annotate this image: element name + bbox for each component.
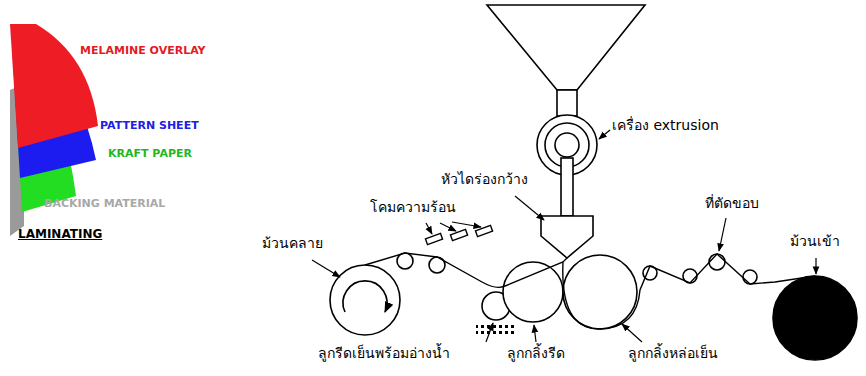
part-label: ม้วนเข้า: [790, 232, 840, 252]
leader-line: [312, 260, 340, 277]
slot-die: [541, 216, 593, 258]
overlay-layer: [10, 24, 98, 148]
hopper: [487, 5, 645, 90]
layer-label: MELAMINE OVERLAY: [80, 43, 206, 58]
leader-lines: [312, 130, 816, 342]
web-path: [365, 253, 815, 329]
leader-line: [815, 258, 816, 274]
leader-line: [515, 196, 544, 220]
layer-label: PATTERN SHEET: [100, 118, 199, 133]
part-label: ลูกกลิ้งหล่อเย็น: [628, 344, 718, 364]
figure-title: LAMINATING: [18, 226, 102, 243]
leader-line: [452, 222, 481, 227]
layer-label: KRAFT PAPER: [108, 146, 192, 161]
part-label: หัวไดร่องกว้าง: [441, 170, 528, 190]
leader-line: [599, 130, 610, 139]
part-label: โคมความร้อน: [370, 198, 456, 218]
hopper-neck: [557, 90, 577, 116]
leader-line: [426, 223, 432, 234]
part-label: ม้วนคลาย: [262, 234, 323, 254]
layer-label: BACKING MATERIAL: [44, 196, 165, 211]
nip-roller: [503, 262, 563, 322]
guide-roller: [743, 270, 757, 284]
heat-lamp: [450, 229, 467, 240]
melt-pipe: [561, 158, 573, 216]
part-label: ลูกกลิ้งรีด: [507, 344, 565, 364]
edge-trimmer: [709, 254, 725, 270]
part-label: ลูกรีดเย็นพร้อมอ่างน้ำ: [318, 344, 450, 364]
part-label: ที่ตัดขอบ: [705, 194, 759, 214]
heat-lamp: [475, 225, 492, 236]
water-bath: [476, 324, 516, 334]
leader-line: [486, 323, 493, 342]
extruder-screw: [555, 133, 579, 157]
rewind-roll: [773, 276, 857, 360]
rotation-arrow: [343, 281, 387, 312]
part-label: เครื่อง extrusion: [612, 116, 719, 136]
heat-lamps: [425, 225, 492, 244]
leader-line: [440, 223, 456, 231]
leader-line: [622, 324, 642, 342]
leader-line: [534, 325, 536, 342]
leader-line: [719, 218, 726, 251]
rollers: [330, 253, 857, 360]
heat-lamp: [425, 233, 442, 244]
unwind-roll: [330, 265, 400, 335]
